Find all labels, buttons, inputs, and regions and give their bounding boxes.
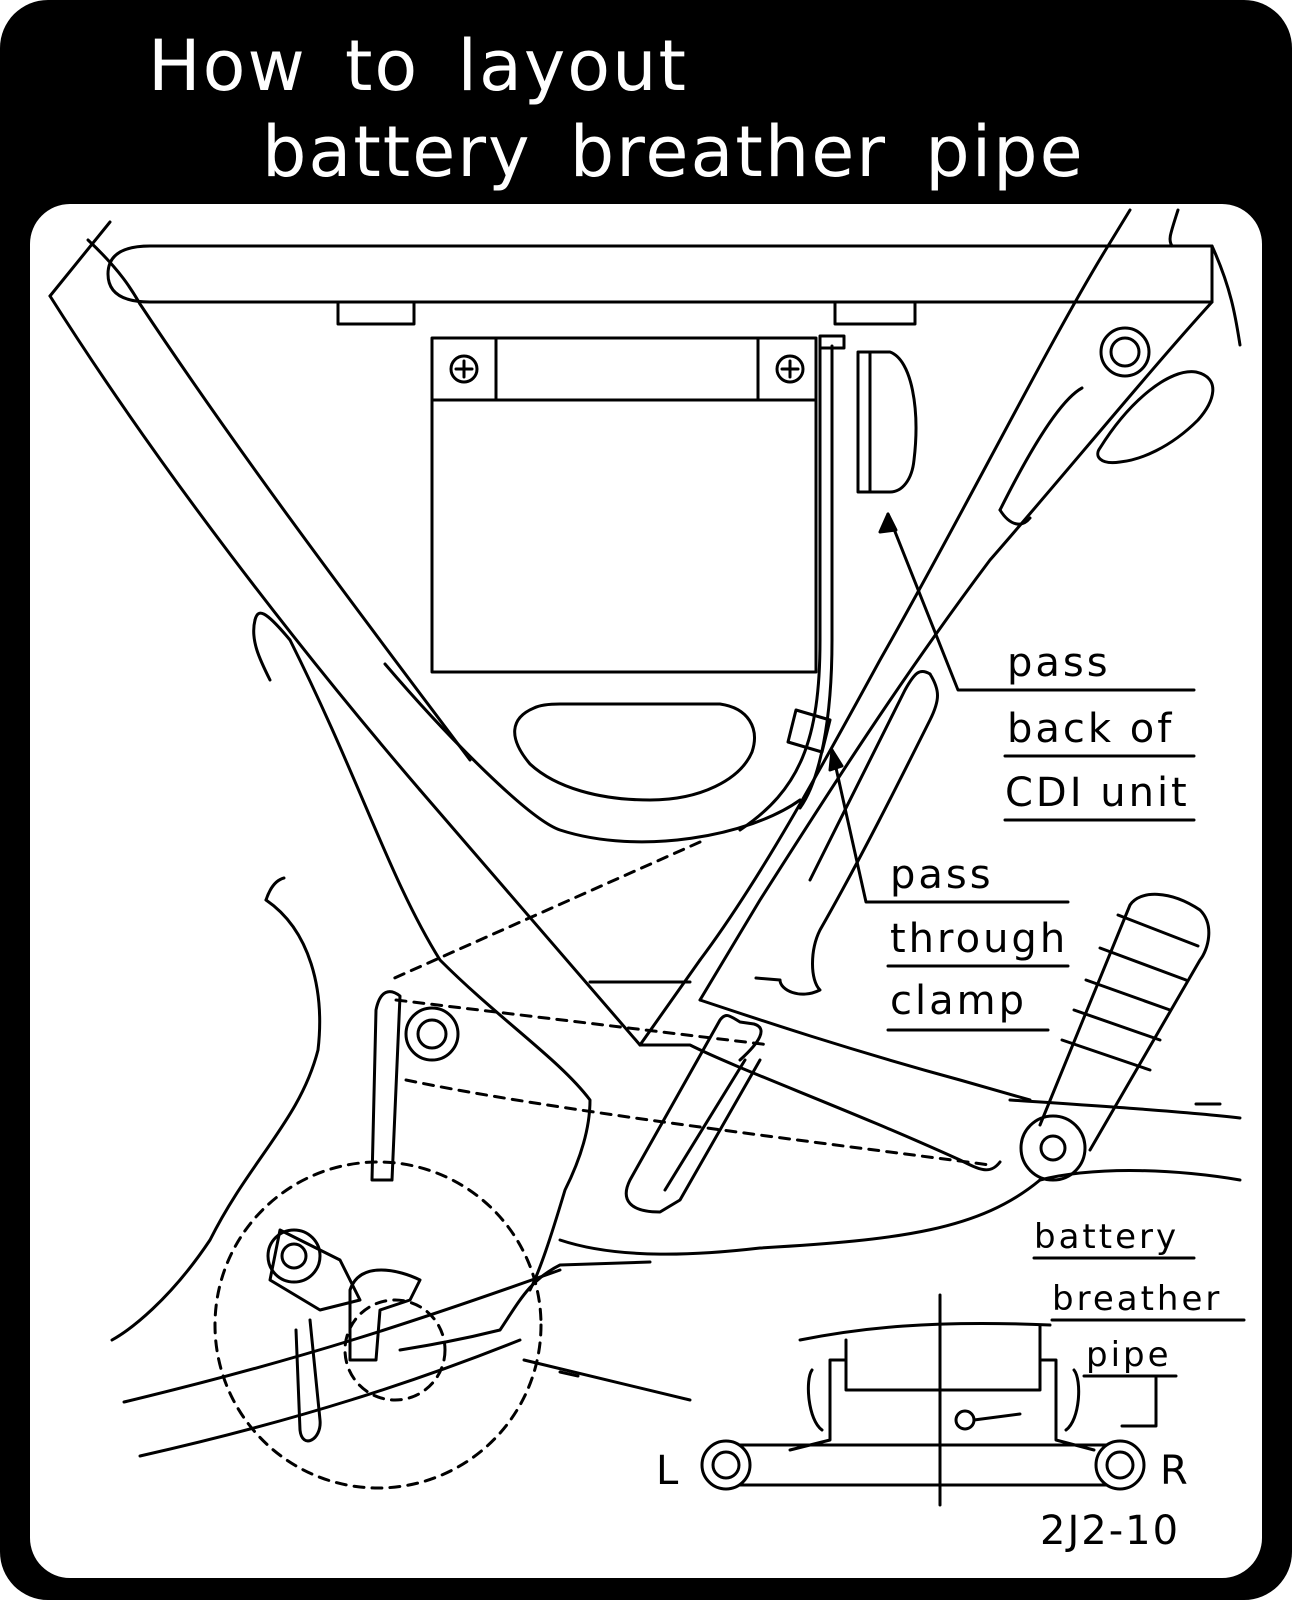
side-right-label: R bbox=[1160, 1448, 1191, 1494]
clamp-label-line-1: pass bbox=[890, 852, 994, 898]
frame-diagram: pass back of CDI unit pass through clamp… bbox=[48, 208, 1246, 1554]
cdi-label-line-1: pass bbox=[1007, 640, 1111, 686]
battery-terminal-left bbox=[449, 354, 479, 384]
pipe-label-line-1: battery bbox=[1034, 1217, 1179, 1257]
title-line-1: How to layout bbox=[148, 25, 688, 107]
hidden-lines bbox=[213, 840, 992, 1490]
inset-section-view bbox=[700, 1293, 1146, 1507]
left-frame-tube bbox=[48, 220, 702, 1047]
cdi-label-line-3: CDI unit bbox=[1005, 770, 1190, 816]
side-left-label: L bbox=[656, 1448, 681, 1494]
clamp-label-line-3: clamp bbox=[890, 978, 1027, 1024]
swingarm bbox=[122, 1228, 692, 1458]
leader-lines bbox=[828, 512, 1246, 1428]
pipe-label-line-3: pipe bbox=[1086, 1335, 1172, 1375]
right-frame-tube bbox=[698, 244, 1215, 1002]
battery bbox=[430, 336, 818, 674]
top-frame-rail bbox=[106, 208, 1242, 347]
cdi-unit bbox=[856, 350, 918, 494]
lower-frame bbox=[558, 980, 1242, 1256]
battery-tray bbox=[383, 662, 802, 844]
pipe-label-line-2: breather bbox=[1052, 1279, 1222, 1319]
diagram-panel: pass back of CDI unit pass through clamp… bbox=[30, 204, 1262, 1578]
cdi-label-line-2: back of bbox=[1007, 706, 1174, 752]
rear-strut bbox=[754, 669, 939, 996]
pivot-bolt bbox=[404, 1006, 460, 1062]
label-title: How to layout battery breather pipe bbox=[0, 0, 1292, 200]
breather-pipe bbox=[738, 334, 846, 832]
engine-outline bbox=[110, 611, 592, 1342]
pipe-clamp bbox=[786, 708, 832, 754]
part-code: 2J2-10 bbox=[1040, 1508, 1180, 1554]
clamp-label-line-2: through bbox=[890, 916, 1068, 962]
battery-terminal-right bbox=[775, 354, 805, 384]
title-line-2: battery breather pipe bbox=[262, 111, 1085, 193]
foot-peg bbox=[1019, 892, 1211, 1182]
